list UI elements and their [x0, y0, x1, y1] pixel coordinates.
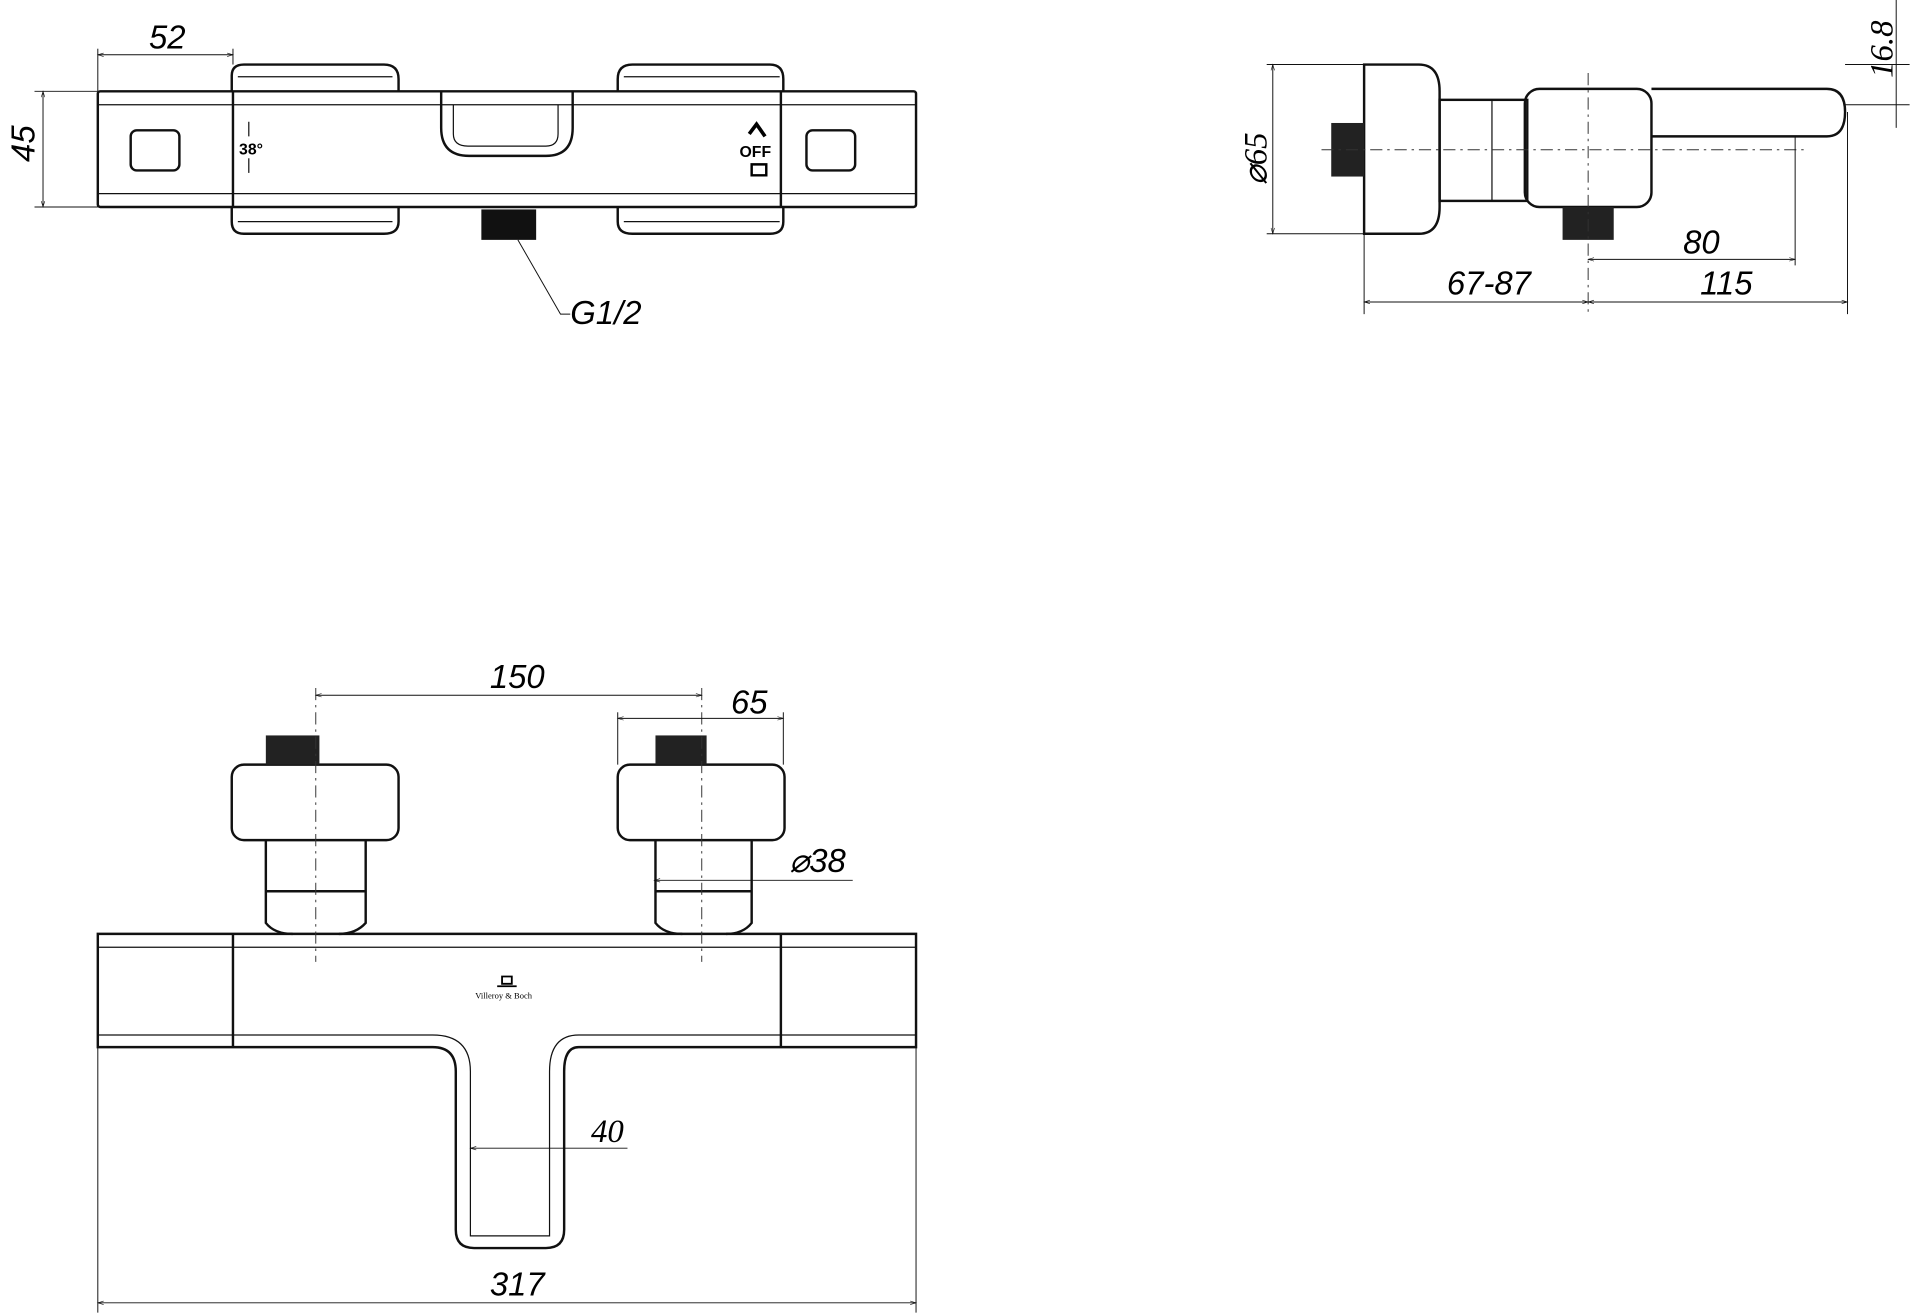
dim-knob: 65 [731, 684, 768, 721]
dim-projection: 67-87 [1447, 265, 1533, 302]
temperature-mark: 38° [239, 142, 263, 159]
inlet-thread-left [265, 735, 320, 765]
dim-centers: 150 [490, 658, 545, 695]
brand-logo: Villeroy & Boch [475, 975, 533, 1000]
bath-icon [750, 163, 768, 177]
dim-stem: ⌀38 [789, 842, 846, 879]
inlet-thread-right [655, 735, 707, 765]
dim-outlet: 80 [1683, 223, 1720, 260]
dim-spout: 40 [591, 1114, 624, 1150]
dim-lever: 115 [1700, 265, 1753, 302]
shower-icon [747, 121, 767, 138]
svg-text:Villeroy & Boch: Villeroy & Boch [475, 990, 532, 1000]
connection-label: G1/2 [570, 294, 641, 331]
dim-total: 317 [490, 1266, 547, 1303]
dim-height: 45 [5, 125, 42, 162]
dim-handle: 16.8 [1865, 20, 1901, 78]
off-mark: OFF [739, 144, 771, 161]
g12-fitting [481, 209, 537, 240]
dim-diameter: ⌀65 [1239, 132, 1275, 185]
front-view: Villeroy & Boch 150 65 ⌀38 40 317 [96, 658, 918, 1313]
dim-width: 52 [149, 19, 186, 56]
side-view: ⌀65 16.8 80 67-87 115 [1239, 0, 1910, 315]
top-view: 38° OFF G1/2 52 45 [5, 19, 918, 331]
